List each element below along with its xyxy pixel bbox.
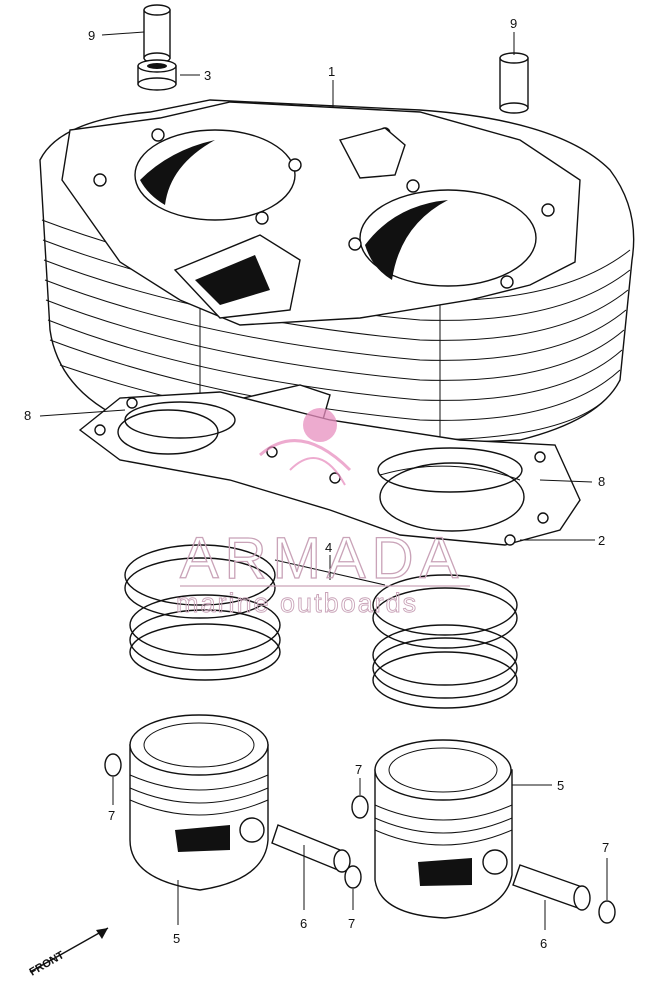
watermark-tagline: marine outboards <box>176 588 418 618</box>
piston-right <box>374 739 513 919</box>
callout-6-right: 6 <box>540 936 547 951</box>
base-gasket <box>78 391 581 546</box>
callout-7-b: 7 <box>355 762 362 777</box>
piston-pin-right <box>512 864 591 911</box>
callout-7-c: 7 <box>348 916 355 931</box>
piston-ring-set-left <box>124 544 281 681</box>
callout-labels: 9 3 9 1 8 8 2 4 7 7 5 6 7 5 6 7 <box>24 16 609 951</box>
piston-ring-set-right <box>372 574 518 709</box>
cylinder-block <box>39 99 635 449</box>
callout-8-right: 8 <box>598 474 605 489</box>
callout-8-left: 8 <box>24 408 31 423</box>
front-label: FRONT <box>28 949 67 978</box>
callout-7-a: 7 <box>108 808 115 823</box>
watermark-brand: ARMADA <box>180 526 464 591</box>
cylinder-bore-left <box>134 129 296 221</box>
callout-5-right: 5 <box>557 778 564 793</box>
callout-1: 1 <box>328 64 335 79</box>
dowel-pin-right <box>499 52 529 114</box>
callout-7-d: 7 <box>602 840 609 855</box>
front-direction-indicator: FRONT <box>28 927 109 979</box>
callout-9-right: 9 <box>510 16 517 31</box>
collar <box>137 59 177 91</box>
callout-6-left: 6 <box>300 916 307 931</box>
watermark: ARMADA marine outboards <box>176 408 470 618</box>
callout-5-left: 5 <box>173 931 180 946</box>
callout-3: 3 <box>204 68 211 83</box>
leader-lines <box>39 31 608 930</box>
watermark-logo-mark <box>259 408 352 486</box>
callout-2: 2 <box>598 533 605 548</box>
callout-9-left: 9 <box>88 28 95 43</box>
circlips <box>104 753 616 924</box>
piston-pin-left <box>271 824 351 873</box>
piston-left <box>129 714 269 891</box>
dowel-pin-left <box>143 4 171 64</box>
o-rings <box>124 401 523 493</box>
callout-4: 4 <box>325 540 332 555</box>
